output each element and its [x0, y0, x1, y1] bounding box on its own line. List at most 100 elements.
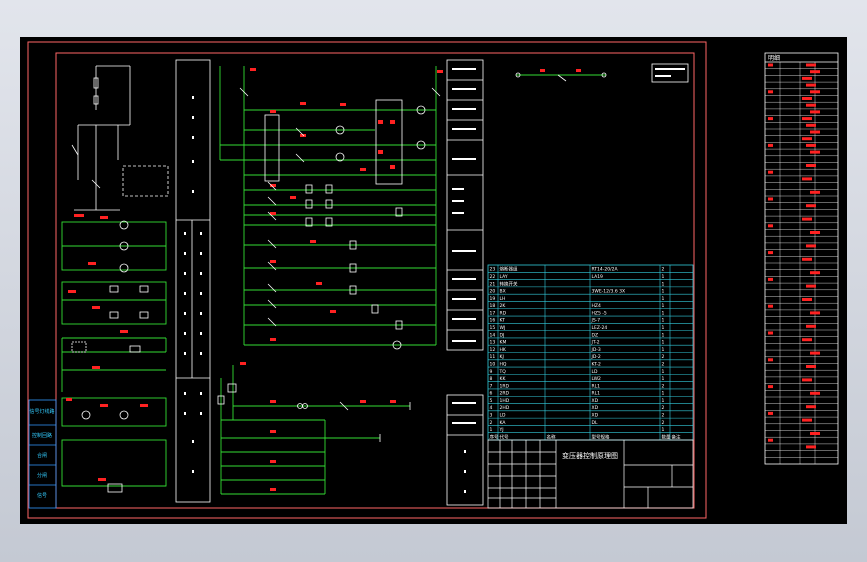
bom-cell: 1 — [662, 296, 665, 302]
bom-cell: 1 — [662, 369, 665, 375]
left-label-2: 合闸 — [37, 452, 47, 459]
bom-cell: 3 — [490, 413, 493, 419]
bom-cell: 转换开关 — [500, 280, 518, 287]
bom-cell: 代号 — [500, 433, 509, 440]
bom-cell: 2RD — [500, 391, 510, 397]
side-list-mark — [810, 351, 820, 355]
side-list-mark — [810, 190, 820, 194]
side-list-mark — [802, 418, 812, 422]
bom-cell: 8 — [490, 376, 493, 382]
bom-cell: 数量 — [662, 433, 671, 440]
bom-cell: 21 — [490, 281, 496, 287]
bottom-circuit — [220, 365, 410, 495]
side-parts-list — [764, 52, 839, 465]
side-list-mark — [806, 324, 816, 328]
side-list-mark — [802, 217, 812, 221]
bom-cell: 1 — [662, 347, 665, 353]
bom-cell: JS-7 — [591, 318, 601, 324]
side-list-mark — [768, 331, 773, 335]
side-list-mark — [768, 90, 773, 94]
side-table-title: 明细 — [768, 54, 780, 62]
bom-cell: 13 — [490, 340, 496, 346]
bom-cell: 2 — [662, 267, 665, 273]
bom-cell: WJ — [500, 325, 506, 331]
side-list-mark — [768, 224, 773, 228]
model-space[interactable] — [20, 37, 847, 524]
bom-cell: KT — [500, 318, 506, 324]
bom-cell: LAY — [500, 274, 508, 280]
side-list-mark — [806, 103, 816, 107]
side-list-mark — [810, 432, 820, 435]
terminal-marks-2 — [452, 68, 476, 493]
bom-cell: DZ — [592, 332, 599, 338]
bom-cell: 10 — [490, 361, 496, 367]
side-list-mark — [806, 123, 816, 127]
bom-cell: JT-2 — [591, 340, 600, 346]
bom-cell: 备注 — [672, 433, 681, 440]
bom-cell: LD — [592, 369, 599, 375]
left-control-components — [66, 214, 149, 493]
side-list-mark — [810, 130, 820, 134]
bom-cell: 2HD — [500, 405, 510, 411]
bom-cell: 1 — [662, 310, 665, 316]
bom-cell: HZ5 -5 — [592, 310, 607, 316]
bom-cell: 2 — [662, 361, 665, 367]
bom-cell: 1 — [662, 427, 665, 433]
bom-cell: 1 — [662, 318, 665, 324]
side-list-mark — [810, 271, 820, 275]
bom-cell: 18 — [490, 303, 496, 309]
side-list-mark — [768, 170, 773, 174]
terminal-marks-1 — [184, 96, 202, 473]
bom-cell: KT-2 — [592, 361, 602, 367]
bom-cell: 22 — [490, 274, 496, 280]
side-list-mark — [802, 338, 812, 342]
side-list-mark — [768, 197, 773, 201]
bom-cell: 1RD — [500, 383, 510, 389]
terminal-column-2 — [446, 59, 484, 506]
bom-cell: DL — [592, 420, 598, 426]
side-list-mark — [806, 83, 816, 87]
bom-cell: 2K — [500, 303, 507, 309]
bom-cell: 1 — [662, 274, 665, 280]
bom-cell: 16 — [490, 318, 496, 324]
bom-cell: KK — [500, 376, 507, 382]
left-label-4: 信号 — [37, 492, 47, 499]
side-list-mark — [802, 177, 812, 181]
bom-cell: 1 — [662, 340, 665, 346]
bom-cell: DJ — [500, 332, 505, 338]
title-block — [487, 439, 694, 509]
bom-cell: KA — [500, 420, 507, 426]
sheet-border-inner — [55, 52, 695, 509]
side-list-mark — [768, 411, 773, 415]
protection-box-dashed — [122, 165, 169, 197]
sheet-border-outer — [27, 41, 707, 519]
bom-cell: 2 — [662, 354, 665, 360]
side-list-mark — [810, 391, 820, 395]
primary-circuit — [71, 65, 131, 211]
side-list-mark — [810, 70, 820, 74]
bom-cell: RL1 — [592, 391, 601, 397]
drawing-title: 变压器控制原理图 — [562, 451, 618, 460]
side-list-mark — [768, 304, 773, 308]
side-list-mark — [806, 365, 816, 368]
bom-cell: 2 — [662, 420, 665, 426]
bom-cell: JD-3 — [591, 347, 601, 353]
side-list-mark — [806, 284, 816, 288]
bom-cell: 1 — [662, 332, 665, 338]
side-list-mark — [802, 257, 812, 261]
bom-cell: HZ4 — [592, 303, 601, 309]
bom-cell: 19 — [490, 296, 496, 302]
bom-cell: 1 — [662, 325, 665, 331]
bom-cell: 4 — [490, 405, 493, 411]
side-list-mark — [810, 311, 820, 315]
bom-cell: RD — [500, 310, 507, 316]
side-list-mark — [802, 298, 812, 301]
bom-cell: 9 — [490, 369, 493, 375]
terminal-column-1 — [175, 59, 211, 503]
bom-cell: LH — [500, 296, 506, 302]
side-list-mark — [802, 76, 812, 80]
bom-cell: XD — [592, 398, 599, 404]
legend-symbol — [515, 63, 689, 83]
